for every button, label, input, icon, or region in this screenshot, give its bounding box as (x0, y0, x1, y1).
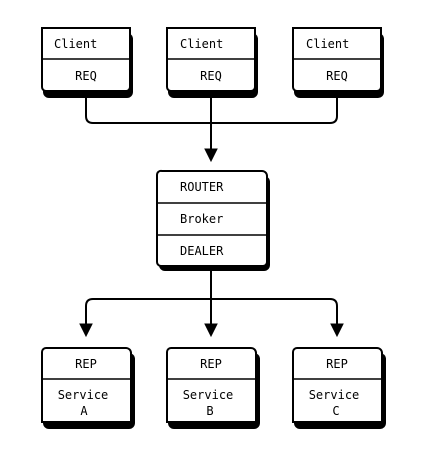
service-c-name-label: Service (309, 388, 360, 402)
client-c-socket-label: Client (306, 37, 349, 51)
arrowhead-broker-in (204, 148, 218, 163)
edge-broker-to-service-a (85, 298, 212, 325)
client-a-socket-label: Client (54, 37, 97, 51)
node-box (41, 347, 132, 423)
edge-broker-to-service-c (210, 298, 338, 325)
edges-broker-to-services (79, 266, 344, 338)
node-box (292, 347, 383, 423)
node-box (166, 347, 257, 423)
arrowhead-service-a-in (79, 323, 93, 338)
service-b-rep-label: REP (200, 357, 222, 371)
client-c-req-label: REQ (326, 69, 348, 83)
service-a-name-label: Service (58, 388, 109, 402)
broker-router-label: ROUTER (180, 180, 224, 194)
node-service-a: REP Service A (41, 347, 135, 429)
broker-dealer-label: DEALER (180, 244, 224, 258)
client-b-socket-label: Client (180, 37, 223, 51)
client-b-req-label: REQ (200, 69, 222, 83)
node-broker: ROUTER Broker DEALER (156, 169, 270, 271)
edges-clients-to-broker (85, 91, 338, 163)
node-client-a: Client REQ (41, 27, 133, 98)
client-a-req-label: REQ (75, 69, 97, 83)
node-service-c: REP Service C (292, 347, 386, 429)
service-c-rep-label: REP (326, 357, 348, 371)
arrowhead-service-b-in (204, 323, 218, 338)
service-a-letter-label: A (80, 404, 88, 418)
node-box (156, 169, 268, 267)
service-b-letter-label: B (206, 404, 213, 418)
service-a-rep-label: REP (75, 357, 97, 371)
edge-client-c-to-broker (210, 91, 338, 124)
arrowhead-service-c-in (330, 323, 344, 338)
edge-client-a-to-broker (85, 91, 212, 124)
node-client-b: Client REQ (166, 27, 258, 98)
broker-name-label: Broker (180, 212, 223, 226)
node-client-c: Client REQ (292, 27, 384, 98)
node-service-b: REP Service B (166, 347, 260, 429)
service-b-name-label: Service (183, 388, 234, 402)
service-c-letter-label: C (332, 404, 339, 418)
